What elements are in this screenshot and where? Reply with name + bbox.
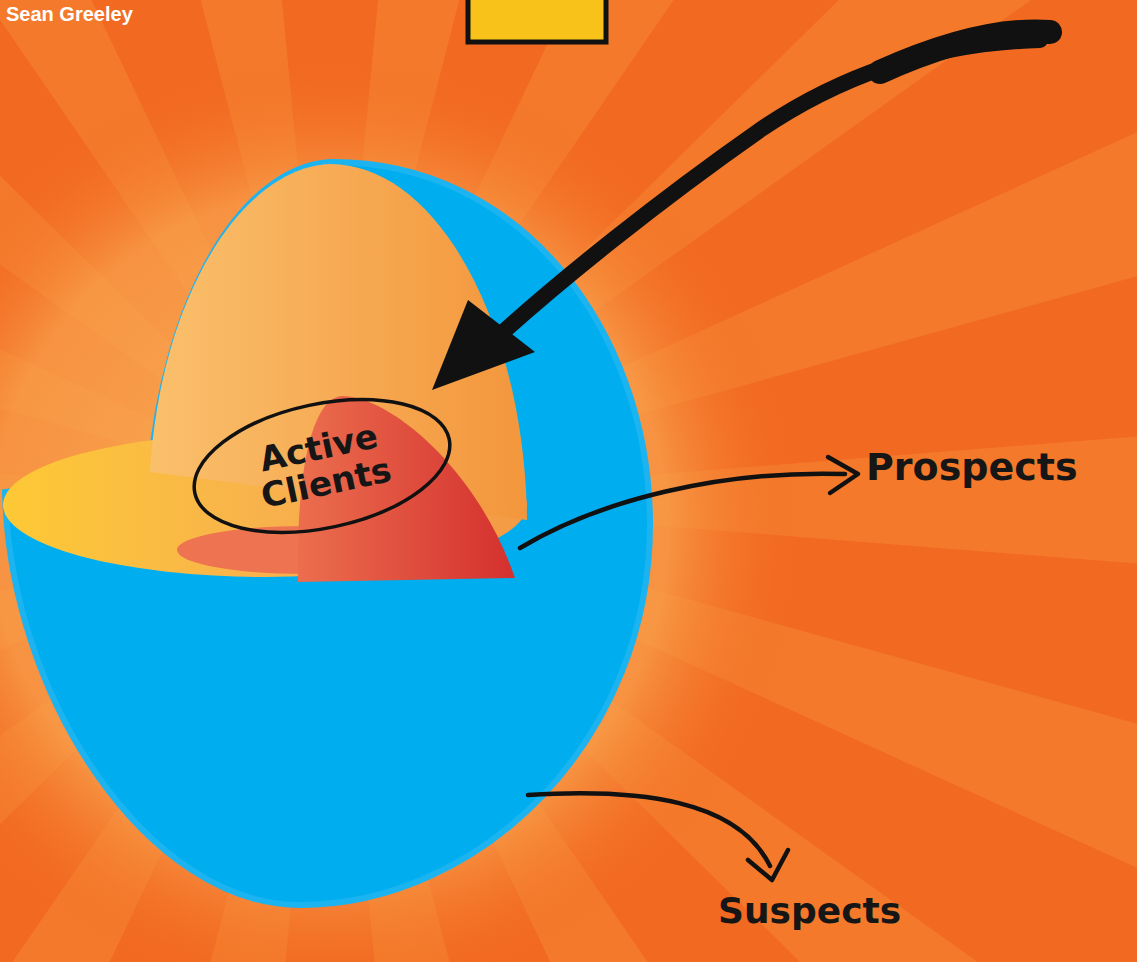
leader-arrow: [528, 793, 770, 866]
suspects-layer: Suspects Prospects Active Clients: [0, 150, 1137, 962]
hand-drawn-circle: [182, 378, 462, 553]
layer-label: Prospects: [866, 448, 1078, 488]
prospects-layer: Prospects Active Clients: [0, 160, 1137, 580]
author-name: Sean Greeley: [6, 3, 133, 26]
active-clients-core: Active Clients: [200, 380, 440, 580]
layer-label: Suspects: [718, 892, 901, 930]
yellow-tab: [468, 0, 606, 42]
brush-arrow-head: [432, 300, 535, 390]
arrow-head: [748, 850, 788, 880]
layer-label: Active Clients: [229, 413, 415, 519]
arrow-head: [828, 457, 858, 493]
brush-arrow: [492, 40, 1040, 342]
leader-arrow: [520, 474, 845, 548]
